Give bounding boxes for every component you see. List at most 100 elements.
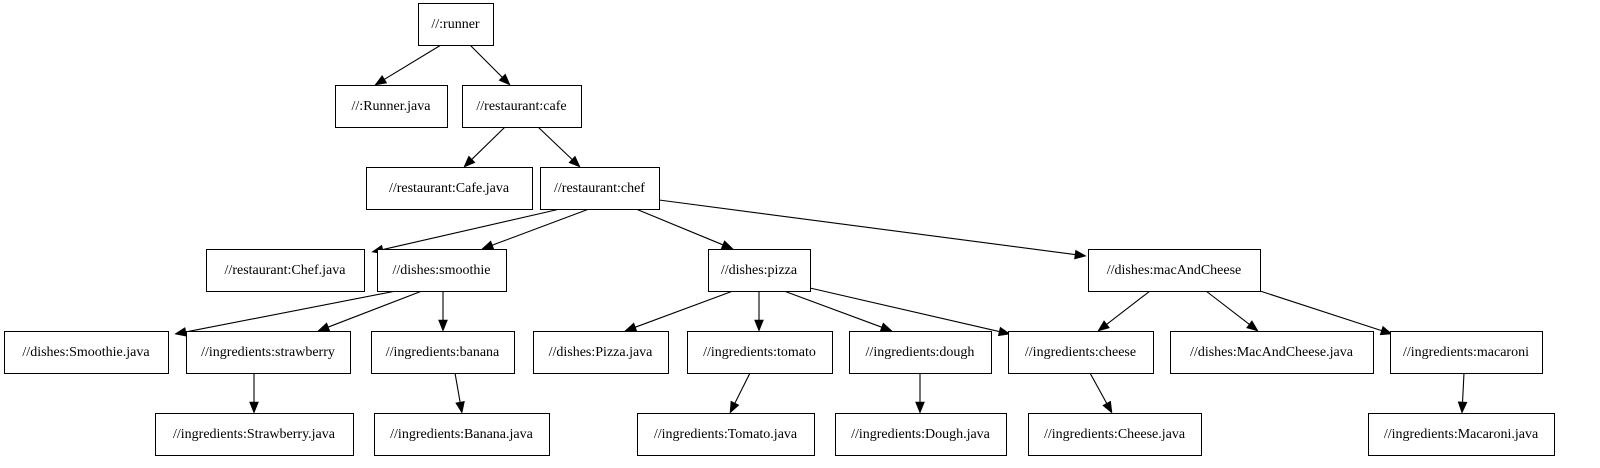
graph-node-runner_java[interactable]: //:Runner.java	[335, 85, 448, 128]
graph-node-restaurant_cafe[interactable]: //restaurant:cafe	[462, 85, 582, 128]
edge-line	[328, 290, 423, 328]
graph-edge	[783, 290, 893, 332]
node-box[interactable]	[335, 85, 448, 128]
node-box[interactable]	[418, 3, 494, 46]
graph-node-chef_java[interactable]: //restaurant:Chef.java	[206, 249, 365, 292]
node-label: //ingredients:banana	[386, 345, 500, 360]
node-box[interactable]	[374, 413, 550, 456]
node-box[interactable]	[206, 249, 365, 292]
graph-edge	[1259, 290, 1393, 336]
graph-edge	[249, 373, 259, 414]
node-box[interactable]	[366, 167, 533, 210]
graph-node-restaurant_chef[interactable]: //restaurant:chef	[540, 167, 660, 210]
graph-node-pizza_java[interactable]: //dishes:Pizza.java	[533, 331, 669, 374]
node-box[interactable]	[4, 331, 169, 374]
graph-edge	[374, 44, 442, 86]
graph-node-macaroni_java[interactable]: //ingredients:Macaroni.java	[1368, 413, 1555, 456]
graph-edge	[624, 290, 734, 332]
node-box[interactable]	[1008, 331, 1154, 374]
graph-node-banana_java[interactable]: //ingredients:Banana.java	[374, 413, 550, 456]
graph-edge	[658, 199, 1087, 260]
graph-edge	[174, 290, 397, 337]
node-box[interactable]	[186, 331, 351, 374]
node-box[interactable]	[1170, 331, 1374, 374]
edge-line	[454, 372, 461, 403]
edge-line	[809, 287, 1000, 333]
edge-arrowhead-icon	[317, 322, 331, 332]
node-label: //dishes:Pizza.java	[549, 345, 654, 360]
graph-node-cheese_java[interactable]: //ingredients:Cheese.java	[1028, 413, 1202, 456]
edge-line	[1106, 290, 1151, 325]
graph-node-dough_java[interactable]: //ingredients:Dough.java	[835, 413, 1007, 456]
graph-node-dishes_pizza[interactable]: //dishes:pizza	[708, 249, 811, 292]
edge-line	[783, 290, 882, 328]
node-label: //:runner	[431, 17, 480, 32]
graph-node-strawberry_java[interactable]: //ingredients:Strawberry.java	[155, 413, 354, 456]
graph-node-ing_banana[interactable]: //ingredients:banana	[371, 331, 515, 374]
node-label: //dishes:macAndCheese	[1107, 263, 1242, 278]
graph-edge	[454, 372, 465, 414]
edge-line	[471, 126, 506, 160]
graph-node-runner[interactable]: //:runner	[418, 3, 494, 46]
edge-arrowhead-icon	[1457, 401, 1468, 414]
node-box[interactable]	[1028, 413, 1202, 456]
node-label: //ingredients:Macaroni.java	[1384, 427, 1539, 442]
graph-edge	[317, 290, 423, 332]
graph-node-dishes_smoothie[interactable]: //dishes:smoothie	[377, 249, 507, 292]
edge-line	[1259, 290, 1382, 332]
edge-arrowhead-icon	[720, 240, 734, 250]
node-label: //dishes:smoothie	[393, 263, 491, 278]
graph-node-macandcheese_java[interactable]: //dishes:MacAndCheese.java	[1170, 331, 1374, 374]
node-box[interactable]	[1390, 331, 1543, 374]
edge-arrowhead-icon	[879, 322, 893, 332]
edge-arrowhead-icon	[1074, 249, 1087, 260]
edge-line	[635, 290, 734, 328]
node-box[interactable]	[849, 331, 992, 374]
graph-node-ing_dough[interactable]: //ingredients:dough	[849, 331, 992, 374]
node-box[interactable]	[377, 249, 507, 292]
node-box[interactable]	[1368, 413, 1555, 456]
node-box[interactable]	[687, 331, 833, 374]
node-box[interactable]	[708, 249, 811, 292]
node-label: //ingredients:Cheese.java	[1044, 427, 1186, 442]
graph-node-smoothie_java[interactable]: //dishes:Smoothie.java	[4, 331, 169, 374]
edge-arrowhead-icon	[455, 401, 465, 414]
graph-node-ing_cheese[interactable]: //ingredients:cheese	[1008, 331, 1154, 374]
node-label: //restaurant:Chef.java	[225, 263, 347, 278]
graph-node-dishes_macandcheese[interactable]: //dishes:macAndCheese	[1088, 249, 1261, 292]
graph-edge	[1089, 372, 1113, 414]
node-label: //ingredients:tomato	[703, 345, 816, 360]
graph-edge	[809, 287, 1011, 337]
node-box[interactable]	[637, 413, 815, 456]
node-box[interactable]	[371, 331, 515, 374]
node-label: //:Runner.java	[352, 99, 432, 114]
node-box[interactable]	[155, 413, 354, 456]
node-box[interactable]	[462, 85, 582, 128]
graph-edge	[537, 126, 581, 168]
edge-arrowhead-icon	[997, 326, 1011, 337]
graph-node-ing_macaroni[interactable]: //ingredients:macaroni	[1390, 331, 1543, 374]
graph-edge	[463, 126, 506, 168]
node-box[interactable]	[540, 167, 660, 210]
graph-node-ing_strawberry[interactable]: //ingredients:strawberry	[186, 331, 351, 374]
edge-line	[635, 208, 724, 246]
edge-arrowhead-icon	[624, 322, 638, 332]
edge-arrowhead-icon	[568, 155, 581, 168]
node-box[interactable]	[835, 413, 1007, 456]
graph-node-tomato_java[interactable]: //ingredients:Tomato.java	[637, 413, 815, 456]
edge-arrowhead-icon	[498, 73, 511, 86]
node-label: //dishes:MacAndCheese.java	[1190, 345, 1354, 360]
graph-edge	[438, 291, 448, 332]
node-box[interactable]	[533, 331, 669, 374]
graph-node-cafe_java[interactable]: //restaurant:Cafe.java	[366, 167, 533, 210]
node-label: //restaurant:Cafe.java	[389, 181, 510, 196]
graph-edge	[371, 208, 561, 255]
edge-line	[382, 208, 561, 251]
node-label: //dishes:pizza	[721, 263, 798, 278]
node-label: //ingredients:dough	[866, 345, 975, 360]
graph-node-ing_tomato[interactable]: //ingredients:tomato	[687, 331, 833, 374]
edge-arrowhead-icon	[174, 327, 188, 337]
edge-arrowhead-icon	[374, 75, 388, 86]
edge-arrowhead-icon	[481, 240, 495, 250]
node-box[interactable]	[1088, 249, 1261, 292]
